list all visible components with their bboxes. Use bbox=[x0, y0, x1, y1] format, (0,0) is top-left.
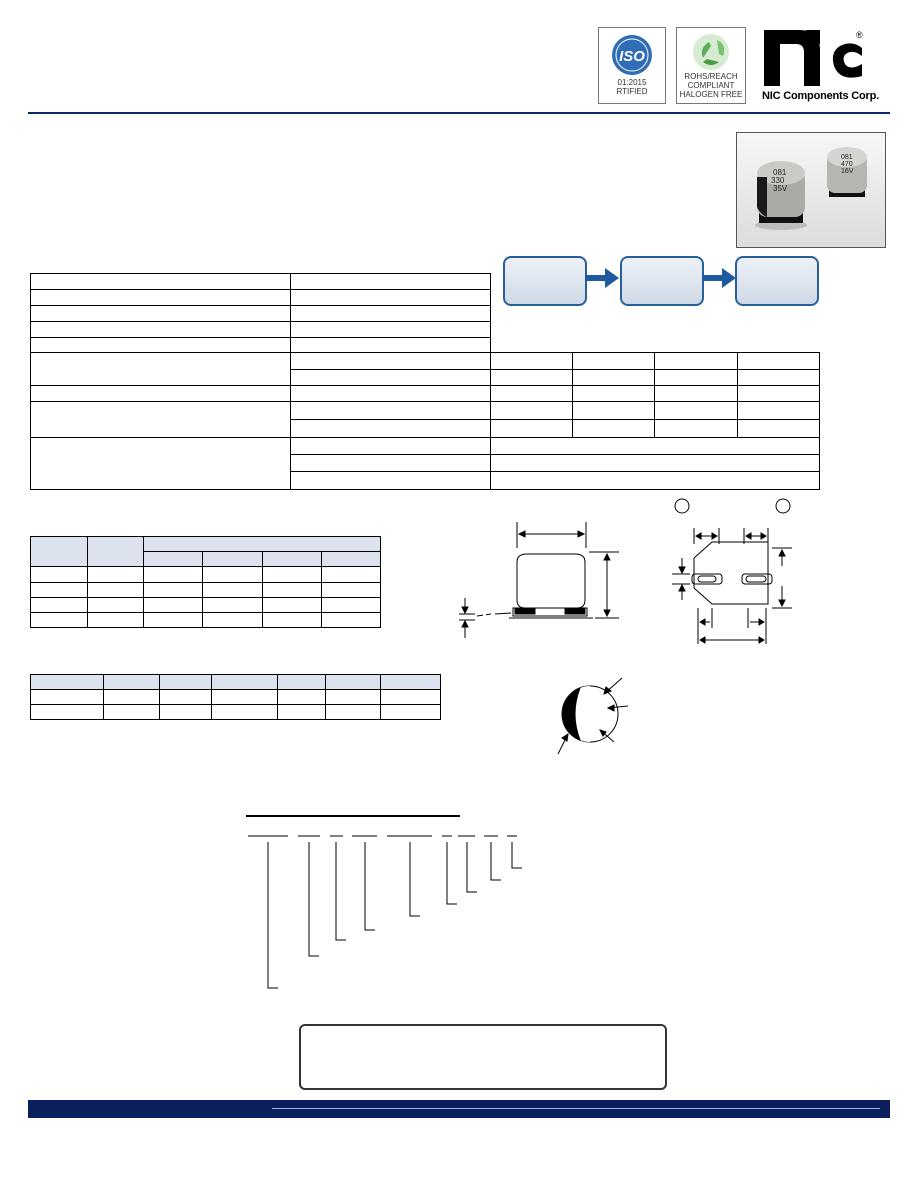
iso-standard-text: 01:2015 bbox=[617, 78, 647, 87]
rohs-reach-text: ROHS/REACH bbox=[684, 72, 738, 81]
company-name: NIC Components Corp. bbox=[762, 90, 879, 102]
photo-marking-right-1: 081 bbox=[841, 154, 853, 161]
photo-marking-right-3: 16V bbox=[841, 168, 854, 175]
part-number-diagram bbox=[246, 815, 522, 989]
nic-logo: ® NIC Components Corp. bbox=[762, 24, 892, 104]
photo-marking-left-1: 081 bbox=[773, 168, 787, 177]
iso-logo-text: ISO bbox=[619, 48, 645, 65]
header-divider bbox=[28, 112, 890, 114]
nic-logo-mark: ® bbox=[764, 30, 863, 86]
photo-marking-left-3: 35V bbox=[773, 184, 788, 193]
view-a-circle bbox=[674, 498, 690, 514]
iso-certified-text: RTIFIED bbox=[616, 87, 648, 96]
flow-box-3 bbox=[735, 256, 819, 306]
halogen-free-text: HALOGEN FREE bbox=[679, 90, 743, 99]
marking-drawing bbox=[557, 677, 629, 755]
side-view-drawing bbox=[459, 522, 619, 638]
flow-arrow-2-icon bbox=[702, 268, 736, 288]
view-b-circle bbox=[775, 498, 791, 514]
registered-mark: ® bbox=[856, 30, 863, 40]
notice-box bbox=[299, 1024, 667, 1090]
dimensions-table bbox=[30, 536, 381, 628]
product-photo: 081 330 35V 081 470 16V bbox=[736, 132, 886, 248]
footer-accent-line bbox=[272, 1108, 880, 1109]
ratings-table bbox=[30, 674, 441, 720]
footer-bar bbox=[28, 1100, 890, 1118]
recycle-leaf-icon bbox=[693, 34, 729, 70]
iso-certification-badge: ISO 01:2015 RTIFIED bbox=[598, 27, 666, 104]
photo-marking-right-2: 470 bbox=[841, 161, 853, 168]
pad-layout-drawing bbox=[672, 498, 792, 644]
photo-marking-left-2: 330 bbox=[771, 176, 785, 185]
specification-table bbox=[30, 273, 820, 490]
flow-box-1 bbox=[503, 256, 587, 306]
capacitor-photo-graphic: 081 330 35V 081 470 16V bbox=[755, 147, 867, 230]
compliant-text: COMPLIANT bbox=[687, 81, 735, 90]
iso-logo-icon: ISO bbox=[612, 35, 652, 75]
rohs-compliance-badge: ROHS/REACH COMPLIANT HALOGEN FREE bbox=[676, 27, 746, 104]
flow-arrow-1-icon bbox=[585, 268, 619, 288]
